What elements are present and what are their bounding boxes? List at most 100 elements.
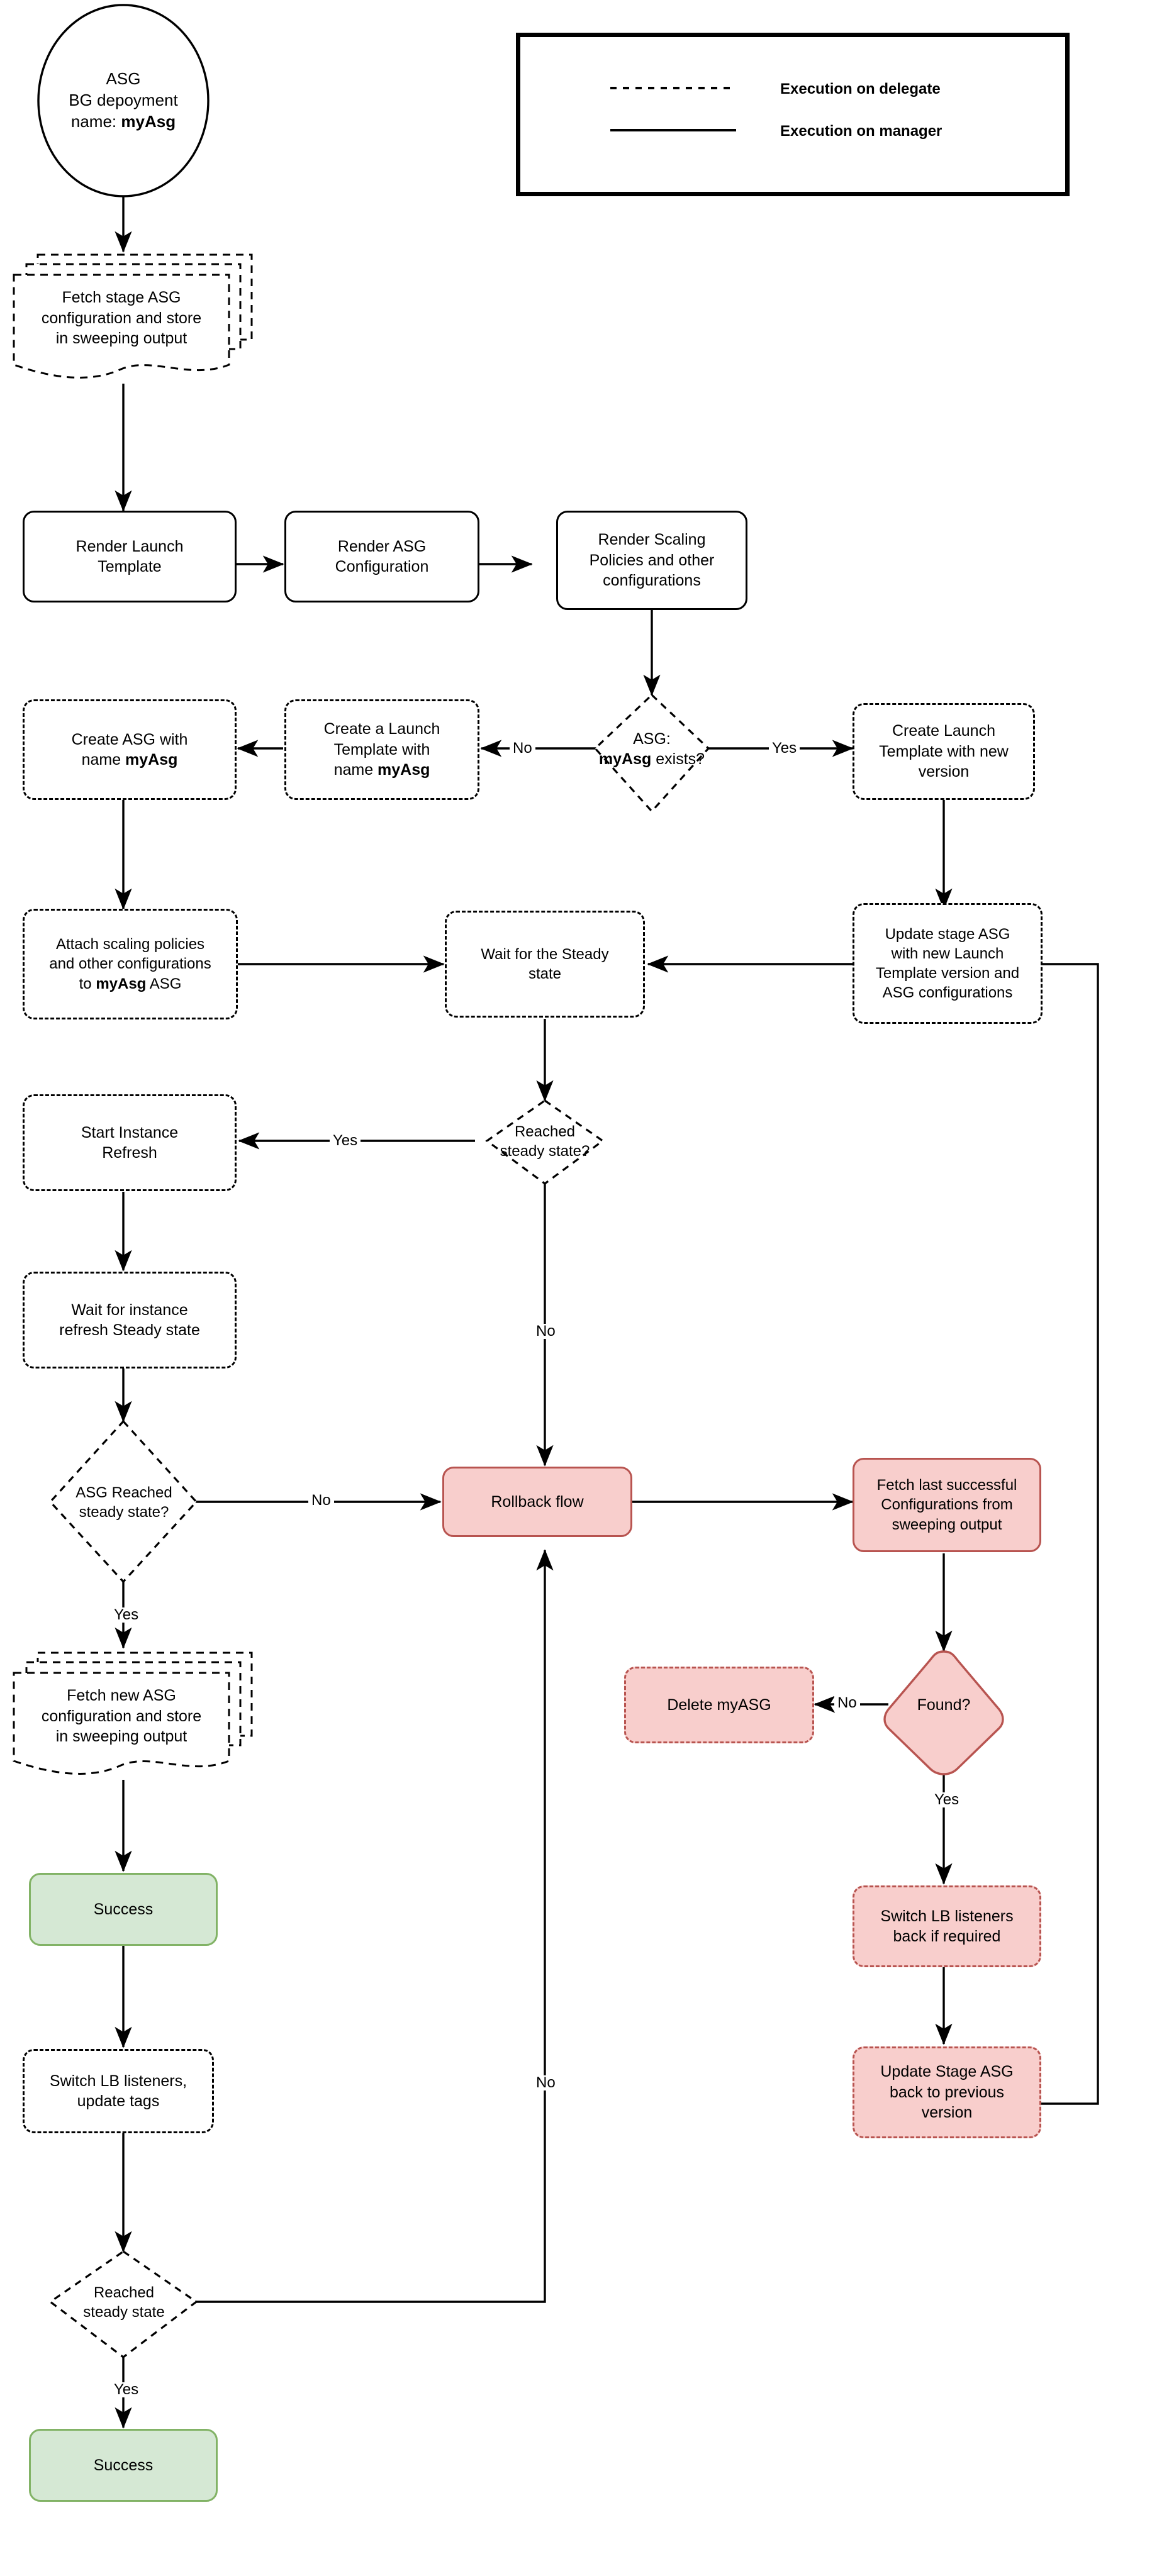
start-refresh-line-1: Start Instance	[81, 1123, 179, 1141]
found-label: Found?	[917, 1696, 971, 1714]
edge-label-asg-reached-no: No	[308, 1493, 334, 1508]
start-line-1: ASG	[106, 69, 141, 89]
fetch-last-line-2: Configurations from	[881, 1496, 1013, 1514]
node-rollback-flow[interactable]: Rollback flow	[442, 1467, 632, 1537]
render-launch-line-1: Render Launch	[75, 537, 184, 555]
asg-exists-line-1: ASG:	[633, 730, 671, 748]
node-update-stage-asg-back[interactable]: Update Stage ASG back to previous versio…	[853, 2046, 1041, 2138]
node-attach-scaling-policies[interactable]: Attach scaling policies and other config…	[23, 909, 238, 1019]
wait-steady-line-1: Wait for the Steady	[481, 945, 609, 963]
edge-label-found-no: No	[834, 1696, 860, 1711]
update-stage-line-3: Template version and	[875, 965, 1020, 982]
fetch-last-line-1: Fetch last successful	[876, 1477, 1017, 1494]
attach-line-3-suffix: ASG	[146, 975, 182, 992]
node-render-scaling-policies[interactable]: Render Scaling Policies and other config…	[556, 511, 747, 610]
update-back-line-1: Update Stage ASG	[880, 2063, 1014, 2081]
update-back-line-2: back to previous	[889, 2083, 1005, 2101]
edge-label-reached-steady-no: No	[533, 1324, 559, 1339]
node-decision-found[interactable]: Found?	[890, 1692, 997, 1718]
create-lt-myasg-line-2: Template with	[333, 740, 430, 758]
node-render-launch-template[interactable]: Render Launch Template	[23, 511, 237, 602]
node-create-launch-template-new-version[interactable]: Create Launch Template with new version	[853, 703, 1035, 800]
node-update-stage-asg[interactable]: Update stage ASG with new Launch Templat…	[853, 903, 1043, 1024]
render-asg-line-2: Configuration	[335, 558, 429, 575]
render-scaling-line-1: Render Scaling	[598, 531, 706, 549]
edge-label-bottom-no: No	[533, 2075, 559, 2090]
node-decision-asg-exists[interactable]: ASG: myAsg exists?	[576, 720, 727, 778]
create-lt-new-line-1: Create Launch	[892, 722, 995, 740]
node-wait-for-steady-state[interactable]: Wait for the Steady state	[445, 911, 645, 1018]
node-start[interactable]: ASG BG depoyment name: myAsg	[38, 5, 208, 196]
switch-lb-back-line-1: Switch LB listeners	[880, 1907, 1014, 1925]
fetch-new-line-3: in sweeping output	[55, 1728, 187, 1746]
start-refresh-line-2: Refresh	[102, 1144, 157, 1162]
attach-asg-name: myAsg	[96, 975, 147, 992]
update-stage-line-1: Update stage ASG	[885, 925, 1010, 943]
node-decision-asg-reached-steady[interactable]: ASG Reached steady state?	[54, 1478, 194, 1527]
success-bottom-label: Success	[93, 2456, 154, 2474]
node-fetch-stage-asg-config[interactable]: Fetch stage ASG configuration and store …	[15, 277, 228, 360]
node-decision-reached-steady-bottom[interactable]: Reached steady state	[54, 2278, 194, 2327]
legend-box	[516, 33, 1070, 196]
update-stage-line-4: ASG configurations	[882, 984, 1013, 1002]
node-fetch-last-successful-config[interactable]: Fetch last successful Configurations fro…	[853, 1458, 1041, 1552]
fetch-stage-line-1: Fetch stage ASG	[62, 289, 181, 307]
edge-label-asg-reached-yes: Yes	[111, 1607, 142, 1623]
create-asg-line-2-prefix: name	[81, 751, 126, 769]
create-lt-myasg-line-3-prefix: name	[333, 761, 378, 779]
node-success-bottom[interactable]: Success	[29, 2429, 218, 2502]
node-create-launch-template-myasg[interactable]: Create a Launch Template with name myAsg	[284, 699, 479, 800]
switch-lb-back-line-2: back if required	[893, 1928, 1001, 1945]
fetch-stage-line-2: configuration and store	[41, 309, 202, 327]
edge-label-bottom-yes: Yes	[111, 2382, 142, 2397]
edge-label-asg-exists-yes: Yes	[769, 741, 800, 756]
create-lt-myasg-line-1: Create a Launch	[323, 720, 440, 738]
node-decision-reached-steady-state[interactable]: Reached steady state?	[476, 1117, 614, 1166]
switch-lb-tags-line-2: update tags	[77, 2092, 160, 2110]
delete-myasg-label: Delete myASG	[667, 1696, 771, 1714]
success-middle-label: Success	[93, 1900, 154, 1918]
attach-line-2: and other configurations	[49, 955, 211, 973]
wait-refresh-line-2: refresh Steady state	[59, 1321, 200, 1339]
start-line-3-asg-name: myAsg	[121, 111, 176, 131]
create-asg-line-1: Create ASG with	[71, 730, 188, 748]
legend-label-delegate: Execution on delegate	[780, 80, 941, 97]
start-line-3-prefix: name:	[70, 111, 121, 131]
switch-lb-tags-line-1: Switch LB listeners,	[49, 2072, 187, 2090]
update-back-line-3: version	[921, 2104, 973, 2122]
edge-label-asg-exists-no: No	[510, 741, 535, 756]
edge-label-reached-steady-yes: Yes	[330, 1133, 361, 1148]
reached-steady-line-1: Reached	[514, 1123, 576, 1140]
wait-steady-line-2: state	[528, 965, 562, 982]
node-delete-myasg[interactable]: Delete myASG	[624, 1667, 814, 1743]
node-success-middle[interactable]: Success	[29, 1873, 218, 1946]
fetch-last-line-3: sweeping output	[892, 1516, 1002, 1533]
node-wait-instance-refresh-steady[interactable]: Wait for instance refresh Steady state	[23, 1272, 237, 1368]
asg-reached-line-1: ASG Reached	[75, 1484, 172, 1501]
rollback-flow-label: Rollback flow	[491, 1492, 584, 1511]
legend-label-manager: Execution on manager	[780, 123, 942, 140]
node-switch-lb-back[interactable]: Switch LB listeners back if required	[853, 1885, 1041, 1967]
node-create-asg-myasg[interactable]: Create ASG with name myAsg	[23, 699, 237, 800]
node-switch-lb-update-tags[interactable]: Switch LB listeners, update tags	[23, 2049, 214, 2133]
create-lt-myasg-asg-name: myAsg	[377, 761, 430, 779]
reached-bottom-line-1: Reached	[93, 2284, 155, 2301]
asg-exists-asg-name: myAsg	[598, 750, 652, 768]
node-start-instance-refresh[interactable]: Start Instance Refresh	[23, 1094, 237, 1191]
render-scaling-line-3: configurations	[603, 572, 701, 590]
render-asg-line-1: Render ASG	[337, 537, 427, 555]
node-fetch-new-asg-config[interactable]: Fetch new ASG configuration and store in…	[15, 1675, 228, 1758]
reached-steady-line-2: steady state?	[500, 1143, 590, 1160]
create-asg-asg-name: myAsg	[125, 751, 178, 769]
fetch-new-line-2: configuration and store	[41, 1707, 202, 1725]
create-lt-new-line-3: version	[918, 763, 970, 781]
create-lt-new-line-2: Template with new	[879, 742, 1009, 760]
wait-refresh-line-1: Wait for instance	[71, 1301, 188, 1319]
asg-exists-line-2-suffix: exists?	[651, 750, 705, 768]
edge-label-found-yes: Yes	[931, 1792, 963, 1807]
render-launch-line-2: Template	[98, 558, 162, 575]
render-scaling-line-2: Policies and other	[589, 551, 715, 569]
node-render-asg-configuration[interactable]: Render ASG Configuration	[284, 511, 479, 602]
asg-reached-line-2: steady state?	[79, 1504, 169, 1521]
